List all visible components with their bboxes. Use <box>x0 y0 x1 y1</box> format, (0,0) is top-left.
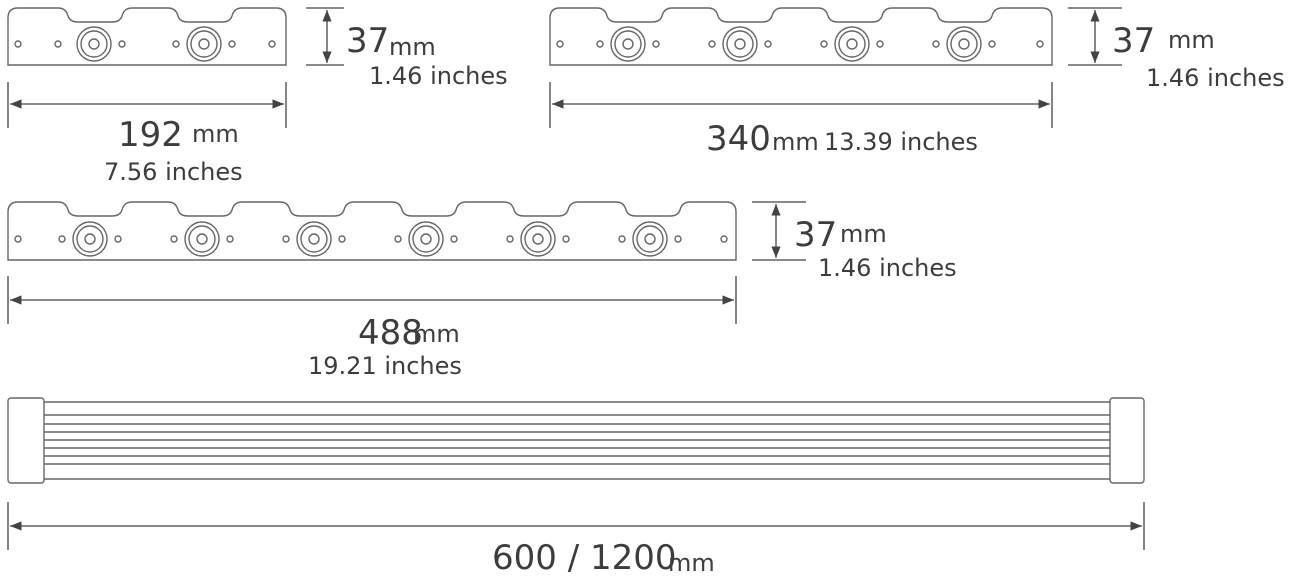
led-lens <box>72 221 108 257</box>
height-unit: mm <box>1168 26 1215 54</box>
led-lens <box>722 26 758 62</box>
height-inches: 1.46 inches <box>1146 64 1285 92</box>
led-lens <box>408 221 444 257</box>
led-lens <box>76 26 112 62</box>
height-dimension <box>752 201 806 261</box>
length-inches: 19.21 inches <box>308 352 462 380</box>
length-value: 192 <box>118 115 183 155</box>
length-value: 340 <box>706 119 771 159</box>
mounting-hole <box>556 40 1044 48</box>
module-340 <box>549 7 1053 66</box>
bar-length-unit: mm <box>668 549 715 577</box>
length-dimension <box>7 82 287 128</box>
length-dimension <box>549 82 1053 128</box>
height-value: 37 <box>346 21 390 61</box>
height-unit: mm <box>840 220 887 248</box>
height-dimension <box>306 7 344 66</box>
length-unit: mm <box>413 320 460 348</box>
led-lens <box>632 221 668 257</box>
led-bar <box>7 397 1145 484</box>
led-lens <box>186 26 222 62</box>
length-inches: 7.56 inches <box>104 158 243 186</box>
mounting-hole <box>14 40 276 48</box>
led-lens <box>184 221 220 257</box>
length-dimension <box>7 276 737 324</box>
height-value: 37 <box>1112 21 1156 61</box>
length-inches: 13.39 inches <box>824 128 978 156</box>
length-unit: mm <box>192 120 239 148</box>
height-value: 37 <box>794 215 838 255</box>
bar-length-value: 600 / 1200 <box>492 538 677 578</box>
led-lens <box>834 26 870 62</box>
led-lens <box>296 221 332 257</box>
height-inches: 1.46 inches <box>818 254 957 282</box>
length-value: 488 <box>358 313 423 353</box>
mounting-hole <box>14 235 728 243</box>
led-lens <box>610 26 646 62</box>
length-unit: mm <box>772 128 819 156</box>
module-488 <box>7 201 737 261</box>
height-unit: mm <box>389 33 436 61</box>
height-dimension <box>1068 7 1122 66</box>
led-lens <box>520 221 556 257</box>
bar-end-cap-left <box>7 397 45 484</box>
length-dimension <box>7 502 1145 550</box>
module-192 <box>7 7 287 66</box>
led-lens <box>946 26 982 62</box>
height-inches: 1.46 inches <box>369 62 508 90</box>
bar-end-cap-right <box>1109 397 1145 484</box>
